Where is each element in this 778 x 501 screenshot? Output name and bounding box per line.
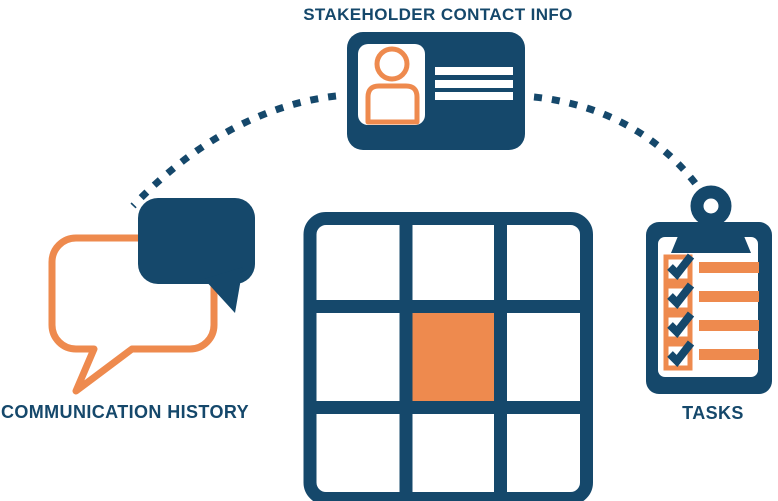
task-text-line: [699, 262, 759, 273]
checklist-row: [663, 311, 759, 342]
person-head-icon: [374, 46, 410, 82]
connector-card-to-tasks: [533, 93, 704, 194]
filled-bubble-tail: [204, 267, 243, 313]
checklist-row: [663, 340, 759, 371]
checkmark-icon: [667, 282, 695, 310]
checkmark-icon: [667, 311, 695, 339]
grid-highlight-cell: [409, 312, 495, 402]
filled-bubble-body: [138, 198, 255, 284]
clipboard-clip: [671, 224, 751, 253]
contact-text-line: [435, 67, 513, 75]
stakeholder-contact-info-label: STAKEHOLDER CONTACT INFO: [303, 5, 573, 24]
checklist-row: [663, 282, 759, 313]
grid-outline: [303, 212, 593, 501]
checkmark-icon: [667, 340, 695, 368]
contact-text-line: [435, 80, 513, 88]
communication-history-label: COMMUNICATION HISTORY: [0, 402, 250, 422]
contact-card-icon: [347, 32, 525, 150]
contact-text-line: [435, 92, 513, 100]
grid-icon: [303, 212, 593, 501]
tasks-label: TASKS: [682, 403, 744, 423]
checklist-row: [663, 253, 759, 284]
filled-speech-bubble: [138, 198, 255, 313]
connector-card-to-communication: [130, 92, 337, 209]
speech-bubbles-icon: [48, 198, 255, 395]
task-text-line: [699, 320, 759, 331]
clipboard-checklist-icon: [646, 185, 772, 394]
person-body-icon: [365, 83, 420, 125]
task-text-line: [699, 349, 759, 360]
checkmark-icon: [667, 253, 695, 281]
task-text-line: [699, 291, 759, 302]
